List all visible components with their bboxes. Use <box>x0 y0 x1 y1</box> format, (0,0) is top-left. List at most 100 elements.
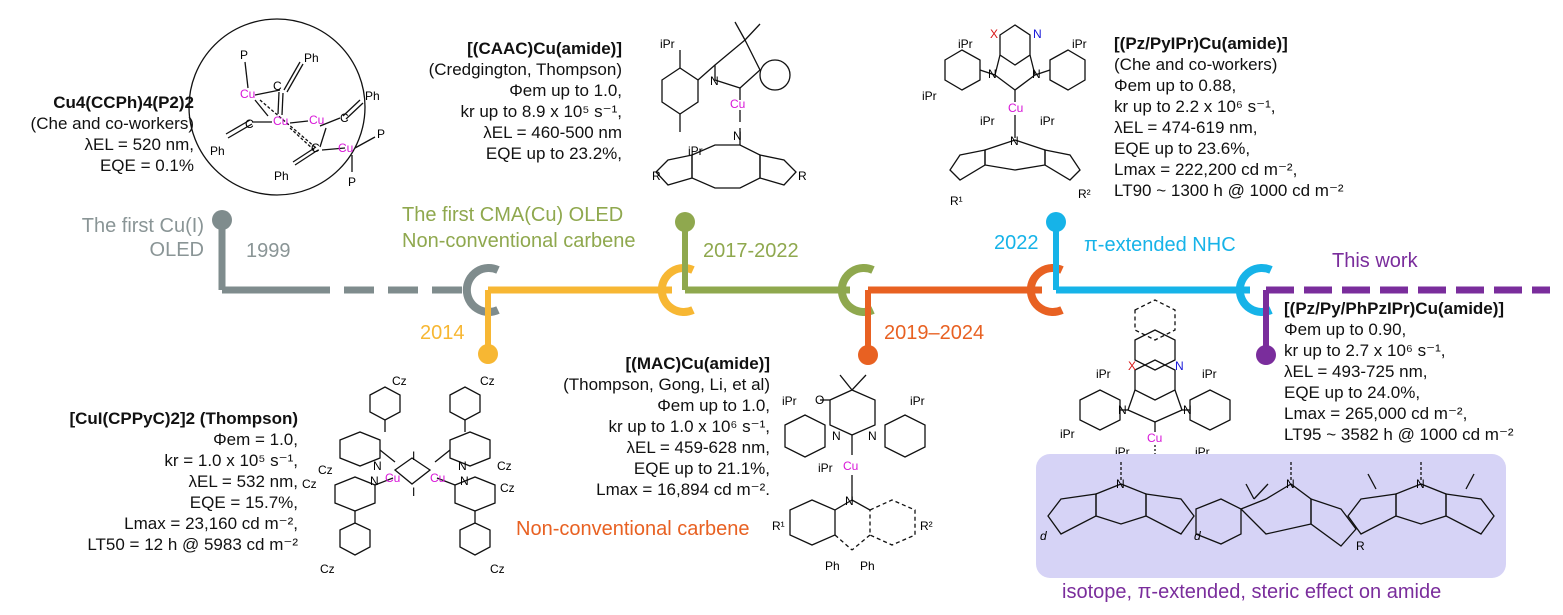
atom-n: N <box>845 494 854 508</box>
atom-p: P <box>377 127 385 141</box>
label-cz: Cz <box>392 374 407 388</box>
atom-n: N <box>1010 134 1019 148</box>
milestone-thiswork-title: This work <box>1332 250 1418 272</box>
timeline-dot-2017 <box>675 212 695 232</box>
compound-pzpyipr-line: Lmax = 222,200 cd m⁻², <box>1114 160 1298 179</box>
compound-cuicppyc-line: Φem = 1.0, <box>213 430 298 449</box>
structure-caac <box>655 21 797 189</box>
compound-mac-name: [(MAC)Cu(amide)] <box>625 354 770 373</box>
atom-x: X <box>1128 359 1136 373</box>
atom-ph: Ph <box>304 51 319 65</box>
label-ipr: iPr <box>1060 427 1075 441</box>
compound-mac-line: Φem up to 1.0, <box>657 396 770 415</box>
milestone-2017-title-line-1: The first CMA(Cu) OLED <box>402 204 624 226</box>
atom-n: N <box>733 129 742 143</box>
atom-cu: Cu <box>309 113 324 127</box>
compound-cuicppyc-line: kr = 1.0 x 10⁵ s⁻¹, <box>164 451 298 470</box>
structure-pzpyipr <box>944 24 1086 181</box>
milestone-2014-year: 2014 <box>420 322 465 344</box>
compound-cuicppyc-line: LT50 = 12 h @ 5983 cd m⁻² <box>87 535 298 554</box>
compound-pzpyipr-line: EQE up to 23.6%, <box>1114 139 1251 158</box>
milestone-2017-year: 2017-2022 <box>703 240 799 262</box>
atom-n: N <box>832 429 841 443</box>
label-ipr: iPr <box>660 37 675 51</box>
compound-pzpyipr-line: (Che and co-workers) <box>1114 55 1278 74</box>
atom-r: R <box>1356 539 1365 553</box>
label-cz: Cz <box>320 562 335 576</box>
atom-n: N <box>1033 27 1042 41</box>
label-cz: Cz <box>497 459 512 473</box>
compound-caac-line: (Credgington, Thompson) <box>428 60 622 79</box>
compound-mac-line: Lmax = 16,894 cd m⁻². <box>596 480 770 499</box>
atom-c: C <box>245 117 254 131</box>
atom-r2: R² <box>920 519 933 533</box>
label-ipr: iPr <box>1040 114 1055 128</box>
compound-mac: [(MAC)Cu(amide)] (Thompson, Gong, Li, et… <box>528 353 770 500</box>
label-cz: Cz <box>302 477 317 491</box>
structure-mac <box>784 374 926 551</box>
timeline-dot-thiswork <box>1256 345 1276 365</box>
label-ipr: iPr <box>818 461 833 475</box>
atom-n: N <box>458 459 467 473</box>
label-ipr: iPr <box>1096 367 1111 381</box>
atom-n: N <box>1032 67 1041 81</box>
compound-caac-name: [(CAAC)Cu(amide)] <box>467 39 622 58</box>
timeline-dot-1999 <box>212 210 232 230</box>
atom-n: N <box>988 67 997 81</box>
milestone-2019-title: Non-conventional carbene <box>516 518 750 540</box>
amide-panel <box>1036 454 1506 578</box>
atom-c: C <box>273 79 282 93</box>
compound-cuicppyc-line: Lmax = 23,160 cd m⁻², <box>124 514 298 533</box>
compound-caac-line: kr up to 8.9 x 10⁵ s⁻¹, <box>460 102 622 121</box>
atom-n: N <box>1116 477 1125 491</box>
compound-pzpyipr-line: Φem up to 0.88, <box>1114 76 1237 95</box>
atom-ph: Ph <box>274 169 289 183</box>
compound-thiswork: [(Pz/Py/PhPzIPr)Cu(amide)] Φem up to 0.9… <box>1284 298 1554 445</box>
atom-o: O <box>815 393 824 407</box>
atom-cu: Cu <box>430 471 445 485</box>
compound-caac-line: Φem up to 1.0, <box>509 81 622 100</box>
label-cz: Cz <box>318 463 333 477</box>
compound-pzpyipr: [(Pz/PyIPr)Cu(amide)] (Che and co-worker… <box>1114 33 1374 201</box>
compound-mac-line: λEL = 459-628 nm, <box>626 438 771 457</box>
label-ipr: iPr <box>980 114 995 128</box>
compound-thiswork-line: Lmax = 265,000 cd m⁻², <box>1284 404 1468 423</box>
atom-r2: R² <box>1078 187 1091 201</box>
label-ipr: iPr <box>1072 37 1087 51</box>
atom-cu: Cu <box>730 97 745 111</box>
compound-thiswork-line: LT95 ~ 3582 h @ 1000 cd m⁻² <box>1284 425 1514 444</box>
label-ipr: iPr <box>782 394 797 408</box>
milestone-1999-title: The first Cu(I) OLED <box>38 214 204 262</box>
atom-n: N <box>1118 403 1127 417</box>
compound-cuicppyc-name: [CuI(CPPyC)2]2 (Thompson) <box>69 409 298 428</box>
atom-x: X <box>990 27 998 41</box>
milestone-2022-year: 2022 <box>994 232 1039 254</box>
atom-n: N <box>868 429 877 443</box>
atom-c: C <box>311 141 320 155</box>
atom-r: R <box>798 169 807 183</box>
atom-r: R <box>652 169 661 183</box>
milestone-2017-title-line-2: Non-conventional carbene <box>402 230 636 252</box>
compound-cu4-line: (Che and co-workers) <box>30 114 194 133</box>
compound-pzpyipr-line: kr up to 2.2 x 10⁶ s⁻¹, <box>1114 97 1276 116</box>
amide-structures: N N N d d R <box>1040 462 1495 553</box>
timeline-connector-2017-arc <box>657 264 695 316</box>
milestone-1999-title-line-2: OLED <box>149 239 204 261</box>
compound-cu4-line: EQE = 0.1% <box>99 156 194 175</box>
atom-c: C <box>340 111 349 125</box>
label-ipr: iPr <box>1202 367 1217 381</box>
compound-cu4-name: Cu4(CCPh)4(P2)2 <box>53 93 194 112</box>
atom-r1: R¹ <box>950 194 963 208</box>
compound-pzpyipr-line: λEL = 474-619 nm, <box>1114 118 1258 137</box>
atom-cu: Cu <box>1008 101 1023 115</box>
atom-n: N <box>373 459 382 473</box>
atom-ph: Ph <box>365 89 380 103</box>
atom-n: N <box>1175 359 1184 373</box>
label-ipr: iPr <box>958 37 973 51</box>
timeline-connector-2022-arc <box>1026 264 1064 316</box>
compound-mac-line: EQE up to 21.1%, <box>633 459 770 478</box>
label-ipr: iPr <box>922 89 937 103</box>
compound-cuicppyc-line: EQE = 15.7%, <box>189 493 298 512</box>
milestone-2017-title: The first CMA(Cu) OLED Non-conventional … <box>402 202 636 254</box>
